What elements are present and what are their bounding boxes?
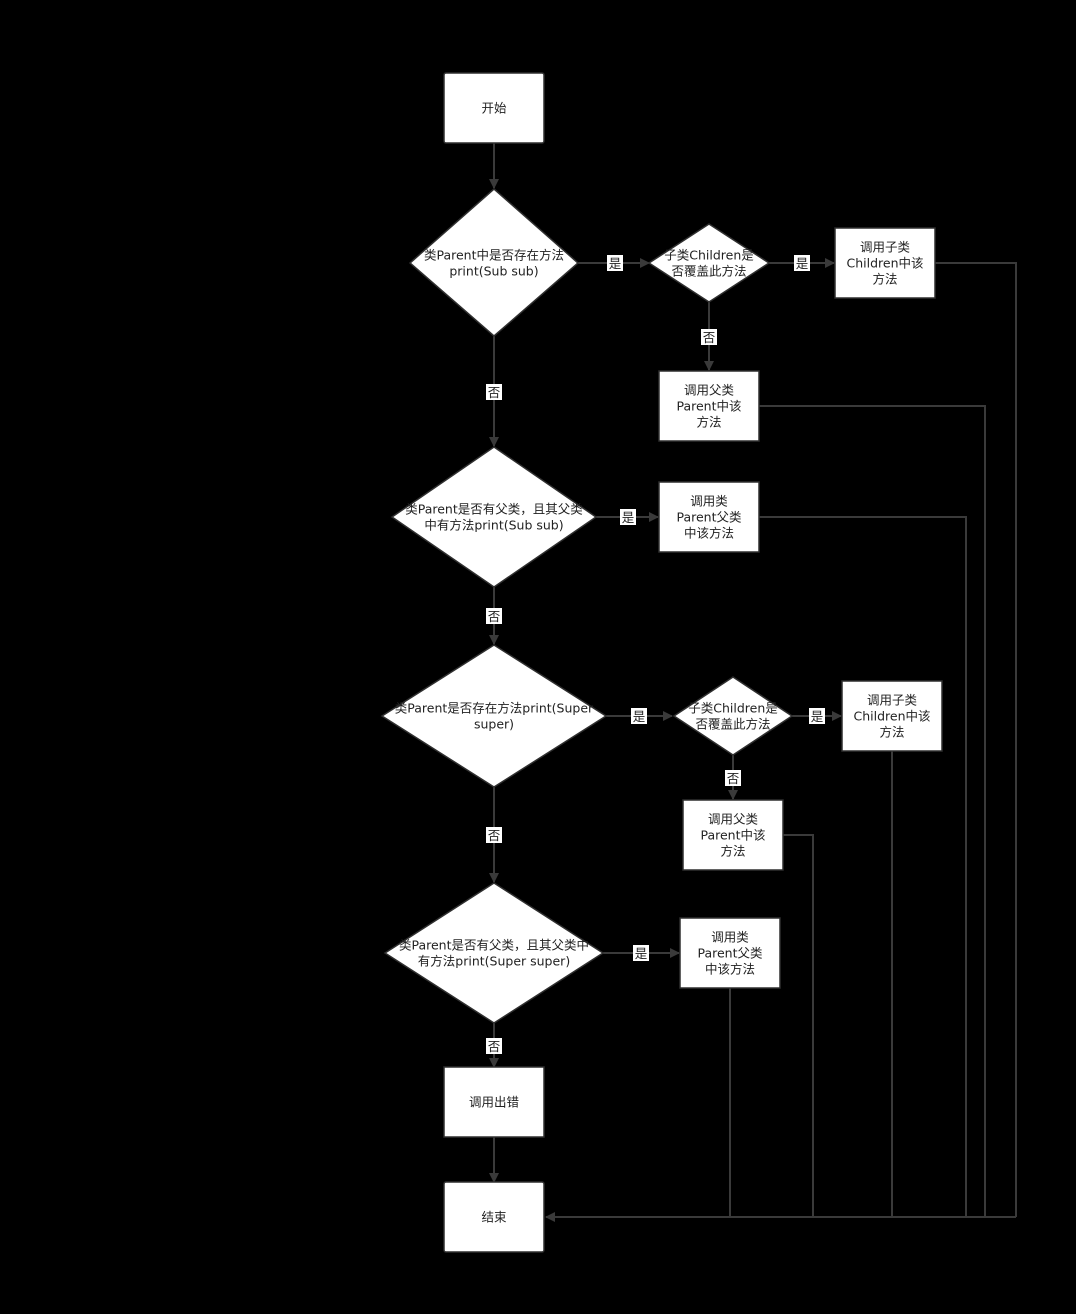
node-label-line: 方法 bbox=[872, 272, 897, 287]
decision-parent-super-print-super[interactable] bbox=[383, 882, 605, 1024]
node-label-line: 子类Children是 bbox=[664, 248, 754, 263]
label-d1a-no: 否 bbox=[701, 329, 717, 345]
process-call-parent-2[interactable] bbox=[682, 799, 784, 871]
decision-children-override-2-label: 子类Children是否覆盖此方法 bbox=[688, 701, 778, 732]
node-label-line: 调用父类 bbox=[708, 812, 759, 827]
end-node[interactable] bbox=[443, 1181, 545, 1253]
label-d4-yes: 是 bbox=[633, 945, 649, 961]
label-no-text: 否 bbox=[703, 330, 716, 345]
node-label-line: super) bbox=[474, 717, 514, 732]
label-d3a-no: 否 bbox=[725, 770, 741, 786]
node-label-line: Parent中该 bbox=[676, 399, 741, 414]
label-no-text: 否 bbox=[727, 771, 740, 786]
process-call-parent-1[interactable] bbox=[658, 370, 760, 442]
node-label-line: 调用子类 bbox=[867, 693, 918, 708]
node-label-line: 中该方法 bbox=[705, 962, 755, 977]
label-d2-no: 否 bbox=[486, 608, 502, 624]
edge-labels: 是 是 否 否 是 否 是 是 bbox=[486, 255, 825, 1054]
node-label-line: 中该方法 bbox=[684, 526, 734, 541]
label-no-text: 否 bbox=[488, 609, 501, 624]
label-yes-text: 是 bbox=[609, 256, 622, 271]
node-label-line: 调用类 bbox=[711, 930, 749, 945]
label-yes-text: 是 bbox=[635, 946, 648, 961]
node-label-line: 调用类 bbox=[690, 494, 728, 509]
node-label-line: 类Parent中是否存在方法 bbox=[424, 248, 564, 263]
decision-children-override-1-label: 子类Children是否覆盖此方法 bbox=[664, 248, 754, 279]
label-yes-text: 是 bbox=[633, 709, 646, 724]
node-label-line: 否覆盖此方法 bbox=[695, 717, 770, 732]
label-yes-text: 是 bbox=[796, 256, 809, 271]
decision-parent-super-print-sub[interactable] bbox=[390, 446, 598, 588]
node-label-line: 方法 bbox=[720, 844, 745, 859]
decision-children-override-2[interactable] bbox=[672, 676, 794, 756]
label-no-text: 否 bbox=[488, 828, 501, 843]
node-label-line: 方法 bbox=[879, 725, 904, 740]
node-label-line: 类Parent是否存在方法print(Super bbox=[395, 701, 594, 716]
label-d3-yes: 是 bbox=[631, 708, 647, 724]
decision-parent-super-print-super-label: 类Parent是否有父类，且其父类中有方法print(Super super) bbox=[399, 938, 589, 969]
label-d1a-yes: 是 bbox=[794, 255, 810, 271]
label-d3-no: 否 bbox=[486, 827, 502, 843]
node-label-line: Parent中该 bbox=[700, 828, 765, 843]
label-d1-yes: 是 bbox=[607, 255, 623, 271]
node-label-line: 子类Children是 bbox=[688, 701, 778, 716]
process-call-parent-super-2[interactable] bbox=[679, 917, 781, 989]
node-label-line: 调用子类 bbox=[860, 240, 911, 255]
edge-p5-return bbox=[783, 834, 814, 1217]
node-label-line: Children中该 bbox=[846, 256, 923, 271]
label-no-text: 否 bbox=[488, 1039, 501, 1054]
process-call-children-1[interactable] bbox=[834, 227, 936, 299]
node-label-line: 有方法print(Super super) bbox=[418, 954, 570, 969]
label-d2-yes: 是 bbox=[620, 509, 636, 525]
start-node-label: 开始 bbox=[481, 101, 507, 116]
node-label-line: 调用父类 bbox=[684, 383, 735, 398]
label-no-text: 否 bbox=[488, 385, 501, 400]
edge-p3-return bbox=[759, 516, 967, 1217]
node-label-line: Children中该 bbox=[853, 709, 930, 724]
decision-children-override-1[interactable] bbox=[647, 223, 771, 303]
node-label-line: 中有方法print(Sub sub) bbox=[424, 518, 563, 533]
node-label-line: print(Sub sub) bbox=[449, 264, 538, 279]
node-label-line: 调用出错 bbox=[469, 1095, 519, 1110]
process-call-error-label: 调用出错 bbox=[469, 1095, 519, 1110]
label-yes-text: 是 bbox=[622, 510, 635, 525]
node-label-line: 类Parent是否有父类，且其父类中 bbox=[399, 938, 589, 953]
node-label-line: Parent父类 bbox=[676, 510, 742, 525]
edges bbox=[489, 143, 1017, 1222]
edge-p1-return bbox=[935, 262, 1017, 1217]
start-node[interactable] bbox=[443, 72, 545, 144]
node-label-line: 方法 bbox=[696, 415, 721, 430]
decision-parent-has-print-super[interactable] bbox=[380, 644, 608, 788]
node-label-line: 开始 bbox=[481, 101, 507, 116]
process-call-error[interactable] bbox=[443, 1066, 545, 1138]
node-label-line: 否覆盖此方法 bbox=[671, 264, 746, 279]
node-label-line: 类Parent是否有父类，且其父类 bbox=[405, 502, 583, 517]
edge-p2-return bbox=[759, 405, 986, 1217]
process-call-children-2[interactable] bbox=[841, 680, 943, 752]
label-d1-no: 否 bbox=[486, 384, 502, 400]
node-label-line: Parent父类 bbox=[697, 946, 763, 961]
decision-parent-super-print-sub-label: 类Parent是否有父类，且其父类中有方法print(Sub sub) bbox=[405, 502, 583, 533]
end-node-label: 结束 bbox=[481, 1210, 507, 1225]
decision-parent-has-print-sub[interactable] bbox=[408, 188, 580, 337]
label-d3a-yes: 是 bbox=[809, 708, 825, 724]
label-yes-text: 是 bbox=[811, 709, 824, 724]
label-d4-no: 否 bbox=[486, 1038, 502, 1054]
node-label-line: 结束 bbox=[481, 1210, 507, 1225]
process-call-parent-super-1[interactable] bbox=[658, 481, 760, 553]
